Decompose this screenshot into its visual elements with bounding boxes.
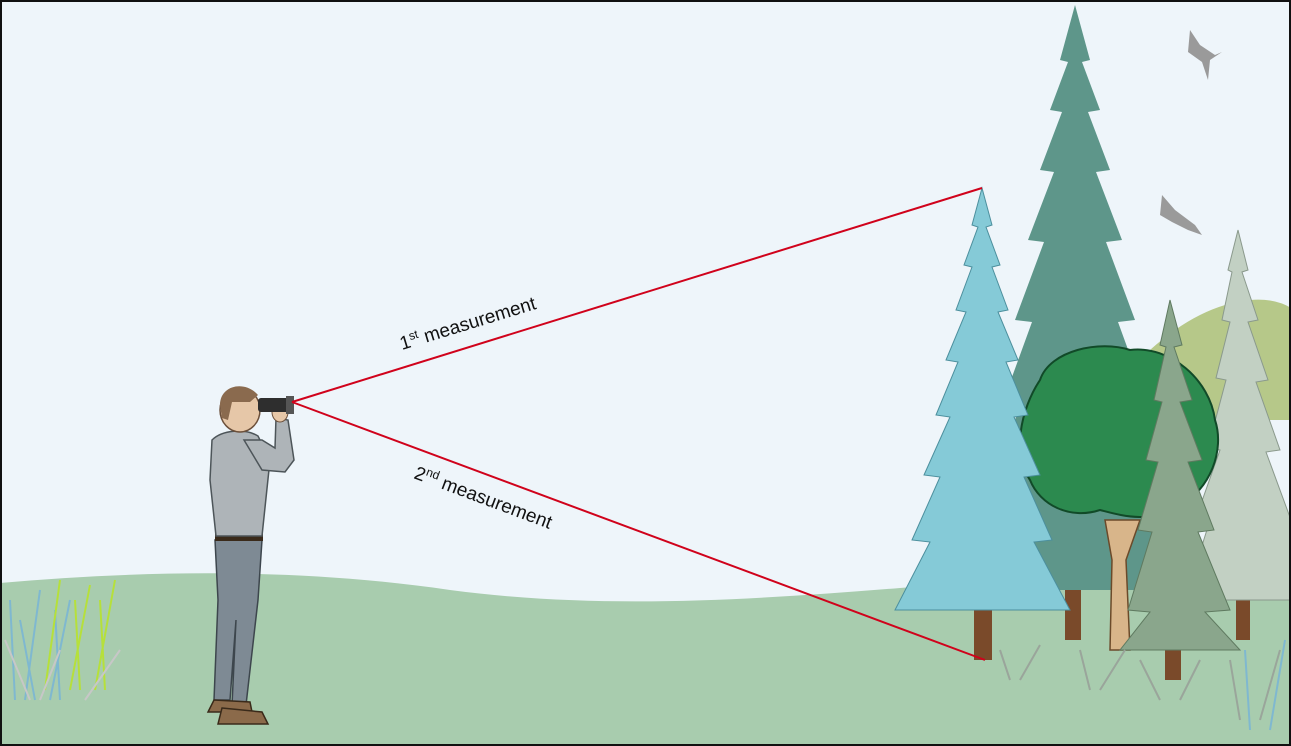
binoculars-icon	[258, 396, 294, 414]
